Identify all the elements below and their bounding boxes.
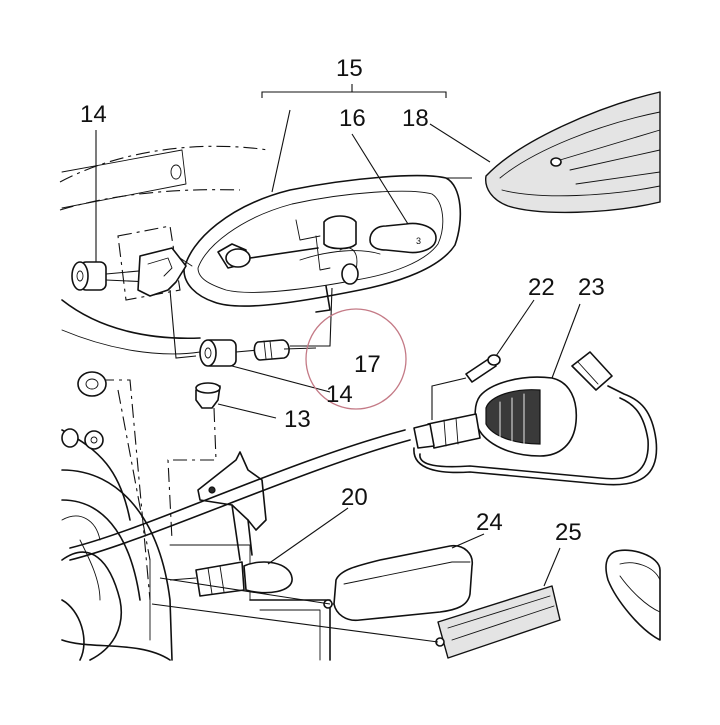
bracket-15: [261, 91, 447, 98]
grommet-14-center: [199, 339, 259, 367]
turn-signal-23: [413, 303, 658, 486]
bulb-17: [253, 339, 317, 361]
callout-15: 15: [336, 55, 363, 82]
callout-14-center: 14: [326, 381, 353, 408]
bolt-22: [431, 299, 535, 420]
callout-13: 13: [284, 406, 311, 433]
tail-light-housing: 3: [183, 174, 472, 313]
cable-line: [69, 439, 411, 561]
callout-16: 16: [339, 105, 366, 132]
callout-20: 20: [341, 484, 368, 511]
callout-14-top: 14: [80, 101, 107, 128]
bulb-20: [169, 507, 349, 597]
callout-25: 25: [555, 519, 582, 546]
highlight-circle: [305, 308, 407, 410]
leader-18: [429, 123, 491, 163]
grommet-14-left: [71, 261, 151, 291]
mounting-bracket: [197, 451, 267, 561]
callout-22: 22: [528, 274, 555, 301]
grommet-parts: [61, 371, 107, 450]
callout-23: 23: [578, 274, 605, 301]
bodywork-outline: [59, 145, 331, 661]
side-panel-fragment: [605, 549, 661, 641]
svg-text:3: 3: [416, 236, 421, 246]
callout-17: 17: [354, 351, 381, 378]
callout-24: 24: [476, 509, 503, 536]
reflector-25: [151, 547, 561, 659]
reflector-24: [323, 533, 485, 622]
callout-18: 18: [402, 105, 429, 132]
leader-15-socket: [290, 287, 333, 347]
wiring-clip: [137, 247, 197, 359]
leader-14b: [231, 365, 331, 393]
leader-16: [351, 133, 409, 225]
fastener-13: [167, 382, 277, 541]
tail-light-lens: [485, 91, 661, 214]
